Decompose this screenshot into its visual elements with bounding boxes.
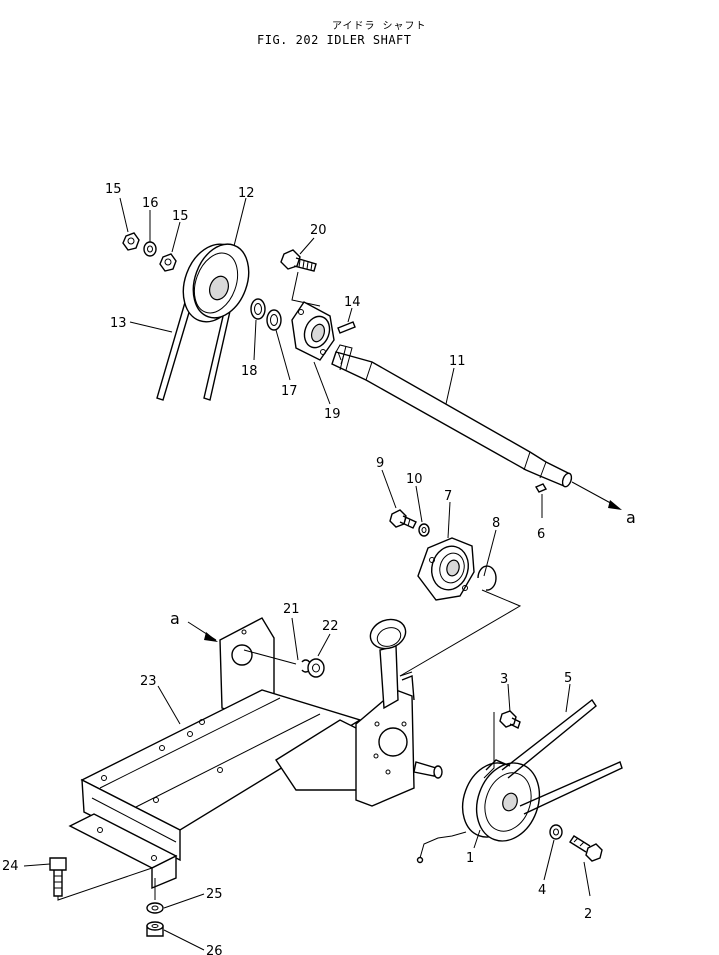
ref-a-right: a xyxy=(626,508,636,527)
callout-3: 3 xyxy=(500,672,508,687)
washer-part-10 xyxy=(418,523,430,537)
callout-labels: 15 16 15 12 13 20 14 18 17 19 11 a 6 9 1… xyxy=(2,182,636,955)
callout-4: 4 xyxy=(538,883,546,898)
bolt-part-2 xyxy=(569,835,603,862)
callout-7: 7 xyxy=(444,489,452,504)
callout-10: 10 xyxy=(406,472,423,487)
callout-9: 9 xyxy=(376,456,384,471)
callout-23: 23 xyxy=(140,674,157,689)
washer-part-25 xyxy=(146,902,164,914)
callout-19: 19 xyxy=(324,407,341,422)
callout-5: 5 xyxy=(564,671,572,686)
pulley-part-12 xyxy=(182,243,250,323)
callout-15-right: 15 xyxy=(172,209,189,224)
frame-part-23 xyxy=(68,617,443,890)
callout-15-left: 15 xyxy=(105,182,122,197)
nut-part-26 xyxy=(146,921,164,937)
key-part-6 xyxy=(534,483,548,493)
nut-part-15-left xyxy=(122,232,140,251)
leader-lines xyxy=(23,197,591,951)
collar-part-22 xyxy=(307,658,325,678)
pin-part-14 xyxy=(337,321,356,334)
bolt-part-3 xyxy=(483,710,521,779)
washer-part-18 xyxy=(250,298,266,320)
callout-24: 24 xyxy=(2,859,19,874)
callout-14: 14 xyxy=(344,295,361,310)
belt-part-13 xyxy=(156,251,243,401)
callout-26: 26 xyxy=(206,944,223,955)
figure-title-japanese: アイドラ シャフト xyxy=(332,21,427,32)
figure-title: FIG. 202 IDLER SHAFT xyxy=(257,33,412,47)
callout-16: 16 xyxy=(142,196,159,211)
bolt-part-9 xyxy=(389,509,417,529)
snap-ring-part-8 xyxy=(399,565,522,677)
clutch-part-1 xyxy=(416,759,541,864)
callout-13: 13 xyxy=(110,316,127,331)
callout-25: 25 xyxy=(206,887,223,902)
bearing-part-7 xyxy=(417,537,475,601)
callout-17: 17 xyxy=(281,384,298,399)
callout-11: 11 xyxy=(449,354,466,369)
nut-part-15-right xyxy=(159,253,177,272)
ref-a-left: a xyxy=(170,609,180,628)
callout-21: 21 xyxy=(283,602,300,617)
callout-22: 22 xyxy=(322,619,339,634)
callout-6: 6 xyxy=(537,527,545,542)
flange-bearing-part-19 xyxy=(291,301,335,361)
washer-part-17 xyxy=(266,309,282,331)
callout-8: 8 xyxy=(492,516,500,531)
callout-18: 18 xyxy=(241,364,258,379)
washer-part-16 xyxy=(143,241,157,257)
bolt-part-20 xyxy=(280,249,321,307)
callout-1: 1 xyxy=(466,851,474,866)
callout-20: 20 xyxy=(310,223,327,238)
callout-2: 2 xyxy=(584,907,592,922)
shaft-part-11 xyxy=(331,344,622,510)
washer-part-4 xyxy=(549,824,563,840)
belt-part-5 xyxy=(501,698,623,815)
callout-12: 12 xyxy=(238,186,255,201)
bolt-part-24 xyxy=(49,857,153,901)
